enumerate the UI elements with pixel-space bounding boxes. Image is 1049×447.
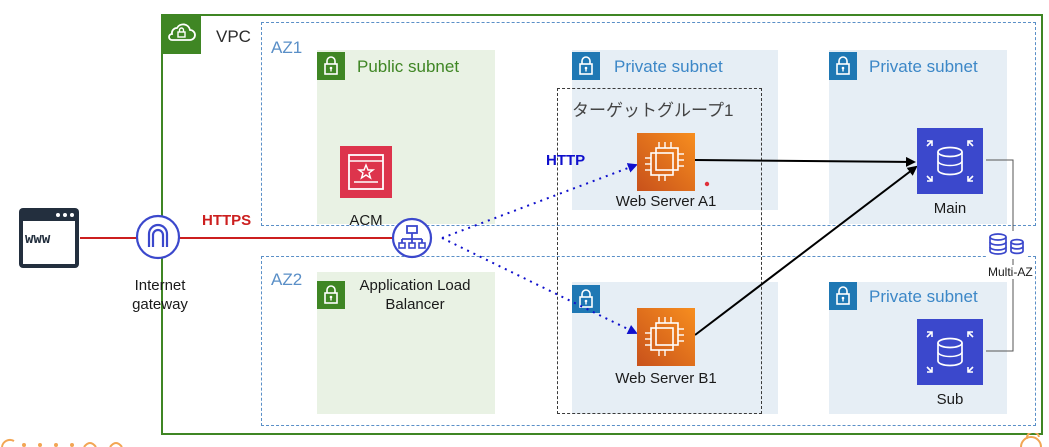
logo-fragment-right bbox=[1020, 433, 1042, 447]
logo-fragment-left bbox=[1, 438, 123, 447]
public-subnet-az2-lock-icon bbox=[317, 281, 345, 309]
private-subnet-az1-web-lock-icon bbox=[572, 52, 600, 80]
web-server-b1-label: Web Server B1 bbox=[615, 370, 717, 387]
multi-az-database-icon bbox=[987, 231, 1027, 259]
public-subnet-az2 bbox=[317, 272, 495, 414]
az2-label: AZ2 bbox=[271, 270, 303, 289]
https-edge-label: HTTPS bbox=[202, 212, 252, 229]
private-subnet-az1-db-label: Private subnet bbox=[869, 57, 978, 76]
load-balancer-label: Application Load Balancer bbox=[359, 277, 471, 313]
edge-web-a1-main bbox=[694, 156, 916, 167]
private-subnet-az2-db-label: Private subnet bbox=[869, 287, 978, 306]
www-label: www bbox=[25, 231, 51, 247]
vpc-cloud-icon bbox=[161, 14, 201, 54]
load-balancer-icon bbox=[391, 217, 433, 259]
vpc-label: VPC bbox=[216, 27, 251, 46]
az2-zone bbox=[261, 256, 1036, 426]
az1-label: AZ1 bbox=[271, 38, 303, 57]
private-subnet-az2-web-lock-icon bbox=[572, 285, 600, 313]
private-subnet-az1-db-lock-icon bbox=[829, 52, 857, 80]
ec2-instance-icon bbox=[637, 133, 695, 191]
acm-label: ACM bbox=[349, 212, 383, 229]
web-server-a1-label: Web Server A1 bbox=[615, 193, 717, 210]
marker-dot bbox=[704, 181, 710, 187]
private-subnet-az1-web-label: Private subnet bbox=[614, 57, 723, 76]
target-group-box bbox=[557, 88, 762, 414]
edge-web-b1-main bbox=[694, 165, 918, 336]
private-subnet-az2-db-lock-icon bbox=[829, 282, 857, 310]
multi-az-label: Multi-AZ bbox=[988, 265, 1033, 279]
www-browser-icon bbox=[18, 207, 80, 269]
internet-gateway-icon bbox=[135, 214, 181, 260]
internet-gateway-label: Internet gateway bbox=[132, 277, 188, 313]
ec2-instance-icon bbox=[637, 308, 695, 366]
db-sub-label: Sub bbox=[936, 391, 964, 408]
http-edge-label: HTTP bbox=[546, 152, 586, 169]
az1-zone bbox=[261, 22, 1036, 226]
db-main-label: Main bbox=[933, 200, 967, 217]
edge-alb-web-b1 bbox=[441, 237, 638, 334]
public-subnet-label: Public subnet bbox=[357, 57, 460, 76]
acm-certificate-icon bbox=[340, 146, 392, 198]
rds-database-icon bbox=[917, 319, 983, 385]
rds-database-icon bbox=[917, 128, 983, 194]
public-subnet-lock-icon bbox=[317, 52, 345, 80]
target-group-label: ターゲットグループ1 bbox=[572, 101, 734, 120]
